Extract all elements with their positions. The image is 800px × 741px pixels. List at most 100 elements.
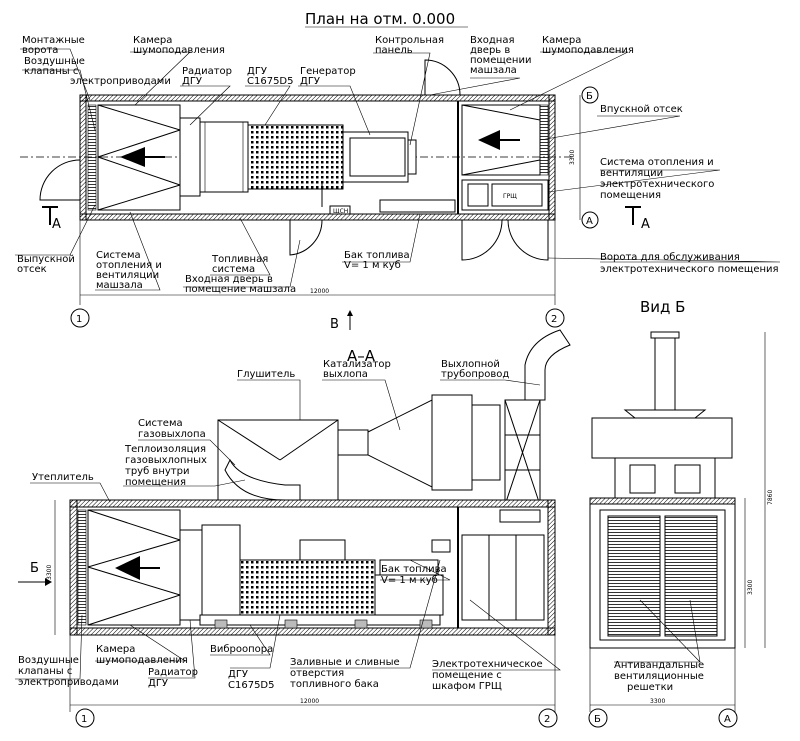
section-aa-title: А–А (347, 347, 376, 365)
plan-airflow-arrow-right (478, 130, 500, 150)
plan-label-vkh-2: дверь в (470, 45, 510, 56)
view-b-axis-b-bubble (588, 708, 608, 728)
plan-label-kamera-2: шумоподавления (133, 45, 225, 56)
plan-door-left (39, 159, 81, 201)
plan-service-gates (461, 219, 549, 261)
plan-chamber-diag-2 (97, 184, 181, 211)
plan-label-vorota-1: Ворота для обслуживания (600, 252, 740, 263)
section-vibro-3 (354, 619, 368, 629)
view-b-mark: В (330, 317, 339, 332)
plan-chamber-diag-4 (97, 156, 181, 186)
plan-wall-bottom (79, 213, 556, 221)
plan-label-kamera-1: Камера (133, 35, 172, 46)
view-b-label-antivand-2: вентиляционные (614, 671, 704, 682)
section-vibro-1 (214, 619, 228, 629)
section-label-kamera-2: шумоподавления (96, 655, 188, 666)
section-label-dgu-2: C1675D5 (228, 680, 275, 691)
plan-label-dgu-2: C1675D5 (247, 76, 294, 87)
frame-x-2 (504, 399, 541, 506)
plan-label-vkh-4: машзала (470, 65, 517, 76)
section-exhaust-stack (524, 329, 571, 401)
section-label-radiator-2: ДГУ (148, 678, 168, 689)
plan-label-vkh-b-2: помещение машзала (185, 284, 296, 295)
view-b-leader-2 (689, 599, 701, 663)
view-b-title: Вид Б (640, 298, 685, 316)
plan-label-vozd-2: клапаны с (24, 66, 78, 77)
section-mark-right: А (641, 217, 650, 232)
section-axis-1: 1 (81, 714, 87, 725)
plan-grshch-label: ГРЩ (503, 193, 517, 200)
plan-dgu-engine (247, 124, 344, 190)
plan-label-kontr-2: панель (375, 45, 413, 56)
section-vibro-2 (284, 619, 298, 629)
plan-axis-1-bubble (70, 308, 90, 328)
plan-wall-top (79, 94, 556, 102)
sec-chamber-diag-1 (87, 509, 181, 541)
section-turbo (299, 539, 346, 561)
section-base-frame (199, 614, 441, 626)
plan-label-vorota-2: электротехнического помещения (600, 264, 779, 275)
view-b-arrow-label: Б (30, 561, 39, 576)
section-air-valves (77, 509, 87, 626)
plan-view: План на отм. 0.000 (15, 10, 781, 332)
section-aa-view: А–А (15, 329, 571, 728)
view-b-dim-total: 7860 (767, 490, 774, 505)
plan-label-sist-l-4: машзала (96, 280, 143, 291)
section-axis-1-bubble (75, 708, 95, 728)
section-label-dgu-1: ДГУ (228, 669, 248, 680)
view-b-pipe-1 (629, 464, 656, 494)
section-label-teplo-4: помещения (125, 477, 186, 488)
section-label-zaliv-3: топливного бака (290, 679, 379, 690)
plan-label-sist-r-4: помещения (600, 190, 661, 201)
plan-label-montazh-1: Монтажные (22, 35, 85, 46)
plan-label-vypusk-1: Выпускной (17, 254, 75, 265)
plan-label-vypusk-2: отсек (17, 264, 47, 275)
view-b-label-antivand-1: Антивандальные (614, 660, 704, 671)
sec-chamber-diag-4 (87, 566, 181, 596)
sec-chamber-diag-3 (87, 539, 181, 568)
plan-label-radiator-1: Радиатор (182, 66, 232, 77)
section-dim-height: 3300 (46, 565, 53, 580)
plan-radiator-core (199, 121, 249, 193)
plan-fuel-tank (379, 199, 456, 213)
view-b-stack-cap (650, 331, 680, 339)
section-dim-width: 12000 (300, 698, 319, 705)
section-mark-left: А (52, 217, 61, 232)
plan-axis-2-bubble (545, 308, 565, 328)
section-label-bak-1: Бак топлива (381, 564, 447, 575)
plan-label-vkh-b-1: Входная дверь в (185, 274, 273, 285)
plan-label-dgu-1: ДГУ (247, 66, 267, 77)
section-airflow-arrow (115, 556, 140, 580)
view-b-mark-arrowhead (347, 310, 353, 316)
plan-label-sist-r-3: электротехнического (600, 179, 714, 190)
plan-label-bak-1: Бак топлива (344, 250, 410, 261)
view-b-pipe-2 (674, 464, 701, 494)
plan-axis-2: 2 (551, 314, 557, 325)
plan-axis-a: А (586, 216, 593, 227)
section-label-glushitel: Глушитель (237, 369, 295, 380)
section-label-vozd-1: Воздушные (18, 655, 79, 666)
plan-grshch-cabinet (491, 183, 543, 207)
section-label-vibro: Виброопора (210, 644, 273, 655)
plan-label-vpusk: Впускной отсек (600, 104, 683, 115)
section-label-elektr-1: Электротехническое (432, 659, 543, 670)
plan-label-vozd-3: электроприводами (70, 76, 171, 87)
view-b-silencer-top (623, 409, 707, 419)
plan-label-vozd-1: Воздушные (24, 56, 85, 67)
plan-label-kamera-r-2: шумоподавления (542, 45, 634, 56)
view-b-axis-a-bubble (718, 708, 738, 728)
section-wall-left (69, 499, 78, 636)
section-catalyst-flange (471, 404, 501, 481)
section-label-zaliv-1: Заливные и сливные (290, 657, 400, 668)
plan-label-sist-r-1: Система отопления и (600, 157, 714, 168)
plan-leaders (15, 48, 781, 291)
plan-label-vkh-1: Входная (470, 35, 515, 46)
section-label-uteplitel: Утеплитель (32, 472, 94, 483)
section-leaders (15, 379, 561, 680)
plan-label-kontr-1: Контрольная (375, 35, 444, 46)
section-label-teplo-2: газовыхлопных (125, 455, 207, 466)
plan-title: План на отм. 0.000 (305, 10, 455, 28)
section-axis-2-bubble (538, 708, 558, 728)
sec-chamber-diag-2 (87, 594, 181, 626)
